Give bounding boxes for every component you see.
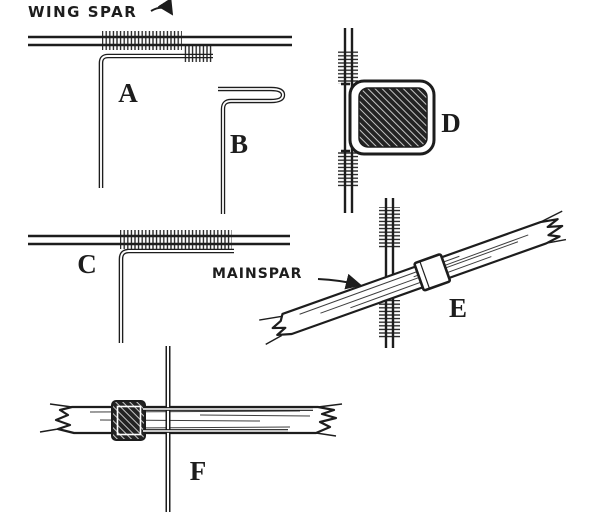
strap-e: [413, 253, 452, 292]
lashing-c: [120, 230, 232, 249]
lashing-e-bottom: [379, 300, 400, 338]
binding-block-f-inset: [116, 405, 142, 436]
mainspar-callout: MAINSPAR: [212, 266, 362, 290]
label-c: C: [77, 249, 97, 279]
mainspar-stick: [259, 210, 567, 345]
lashing-a-main: [102, 31, 182, 50]
figure-a: A: [28, 31, 292, 188]
label-f: F: [190, 456, 207, 486]
mainspar-label: MAINSPAR: [212, 266, 302, 282]
label-d: D: [441, 108, 461, 138]
wing-spar-callout: WING SPAR: [28, 0, 174, 21]
figure-d: D: [338, 28, 461, 213]
lashing-e-top: [379, 207, 400, 249]
figure-f: F: [39, 346, 343, 512]
mainspar-body: [271, 218, 564, 337]
bent-wire-a: [101, 56, 213, 188]
label-a: A: [118, 78, 138, 108]
bent-wire-b: [218, 89, 283, 214]
mainspar-arrow: [317, 273, 362, 290]
wing-spar-label: WING SPAR: [28, 3, 137, 21]
figure-e: E: [259, 198, 567, 348]
strap-e-edge: [419, 261, 431, 289]
block-d: [358, 87, 428, 148]
lashing-d-top: [338, 50, 358, 84]
label-e: E: [449, 293, 467, 323]
label-b: B: [230, 129, 248, 159]
bent-wire-c: [121, 251, 234, 343]
lashing-d-bottom: [338, 151, 358, 187]
lashing-a-tail: [183, 45, 213, 62]
figure-b: B: [218, 89, 283, 214]
figure-c: C: [28, 230, 290, 343]
wing-spar-arrow: [150, 0, 174, 16]
binding-block-f: [111, 400, 146, 441]
